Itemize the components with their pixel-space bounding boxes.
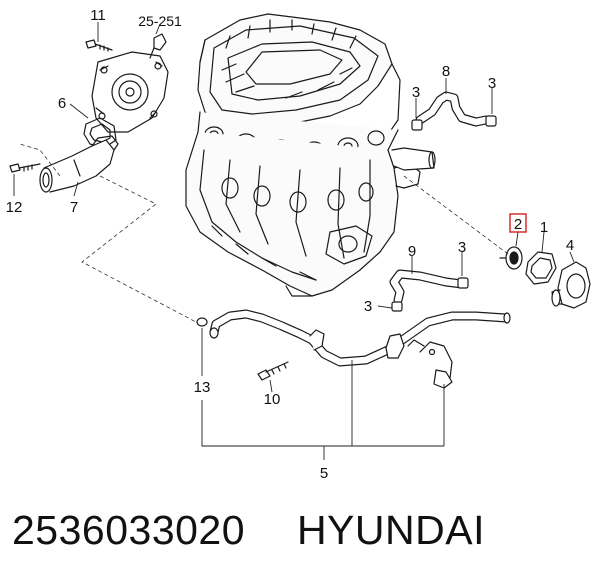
callout-3-left[interactable]: 3 bbox=[412, 84, 420, 101]
callout-8[interactable]: 8 bbox=[442, 63, 450, 80]
callout-9[interactable]: 9 bbox=[408, 243, 416, 260]
reference-label-25-251[interactable]: 25-251 bbox=[138, 13, 182, 29]
callout-1[interactable]: 1 bbox=[540, 219, 548, 236]
callout-labels: 11 25-251 6 12 7 8 3 3 2 1 4 9 3 3 13 10… bbox=[6, 7, 575, 482]
brand-name: HYUNDAI bbox=[296, 507, 485, 553]
highlight-box-2 bbox=[509, 213, 527, 233]
thermostat-housing-4-illustration bbox=[551, 261, 591, 309]
callout-3-right[interactable]: 3 bbox=[488, 75, 496, 92]
engine-block-illustration bbox=[185, 13, 436, 297]
callout-12[interactable]: 12 bbox=[6, 199, 23, 216]
callout-2[interactable]: 2 bbox=[514, 216, 522, 233]
part-caption: 2536033020 HYUNDAI bbox=[12, 507, 592, 577]
thermostat-2-illustration bbox=[499, 246, 523, 270]
gasket-1-illustration bbox=[525, 251, 557, 285]
hose-9-illustration bbox=[389, 269, 469, 312]
water-inlet-illustration bbox=[9, 135, 119, 193]
callout-6[interactable]: 6 bbox=[58, 95, 66, 112]
callout-11[interactable]: 11 bbox=[90, 7, 106, 24]
callout-3-lower[interactable]: 3 bbox=[364, 298, 372, 315]
callout-13[interactable]: 13 bbox=[194, 379, 211, 396]
hose-8-illustration bbox=[411, 91, 497, 131]
callout-leader-lines bbox=[13, 22, 575, 460]
callout-5[interactable]: 5 bbox=[320, 465, 328, 482]
dashed-leader-lines bbox=[19, 143, 509, 323]
part-number: 2536033020 bbox=[12, 507, 246, 553]
engine-cooling-diagram: 11 25-251 6 12 7 8 3 3 2 1 4 9 3 3 13 10… bbox=[6, 7, 591, 482]
water-pipe-5-illustration bbox=[196, 309, 511, 389]
callout-10[interactable]: 10 bbox=[264, 391, 281, 408]
callout-7[interactable]: 7 bbox=[70, 199, 78, 216]
callout-3-middle[interactable]: 3 bbox=[458, 239, 466, 256]
water-pump-illustration bbox=[85, 33, 169, 133]
callout-4[interactable]: 4 bbox=[566, 237, 574, 254]
